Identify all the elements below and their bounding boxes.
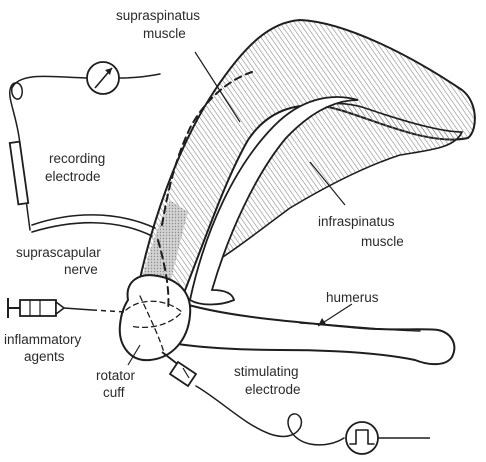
label-recording-line2: electrode xyxy=(45,169,101,184)
label-stimulating-line2: electrode xyxy=(245,382,301,397)
label-infraspinatus-line1: infraspinatus xyxy=(318,214,395,229)
label-recording-line1: recording xyxy=(49,151,105,166)
label-infraspinatus-line2: muscle xyxy=(361,234,404,249)
label-humerus: humerus xyxy=(326,290,379,305)
label-stimulating-line1: stimulating xyxy=(234,364,299,379)
label-suprascapular-line2: nerve xyxy=(64,262,98,277)
label-supraspinatus-line1: supraspinatus xyxy=(116,8,200,23)
label-rotator-line2: cuff xyxy=(103,385,125,400)
label-rotator-line1: rotator xyxy=(96,368,136,383)
syringe-icon xyxy=(8,298,126,318)
label-suprascapular-line1: suprascapular xyxy=(16,245,101,260)
humeral-head xyxy=(120,275,190,360)
recording-electrode-body xyxy=(10,142,29,205)
suprascapular-nerve xyxy=(32,215,155,236)
label-inflammatory-line1: inflammatory xyxy=(4,332,82,347)
stimulating-electrode-icon xyxy=(162,352,196,386)
humerus-bone xyxy=(178,302,454,364)
label-inflammatory-line2: agents xyxy=(24,349,65,364)
meter-output-wire xyxy=(119,74,160,78)
stimulator-dial xyxy=(346,422,378,454)
label-supraspinatus-line2: muscle xyxy=(143,26,186,41)
